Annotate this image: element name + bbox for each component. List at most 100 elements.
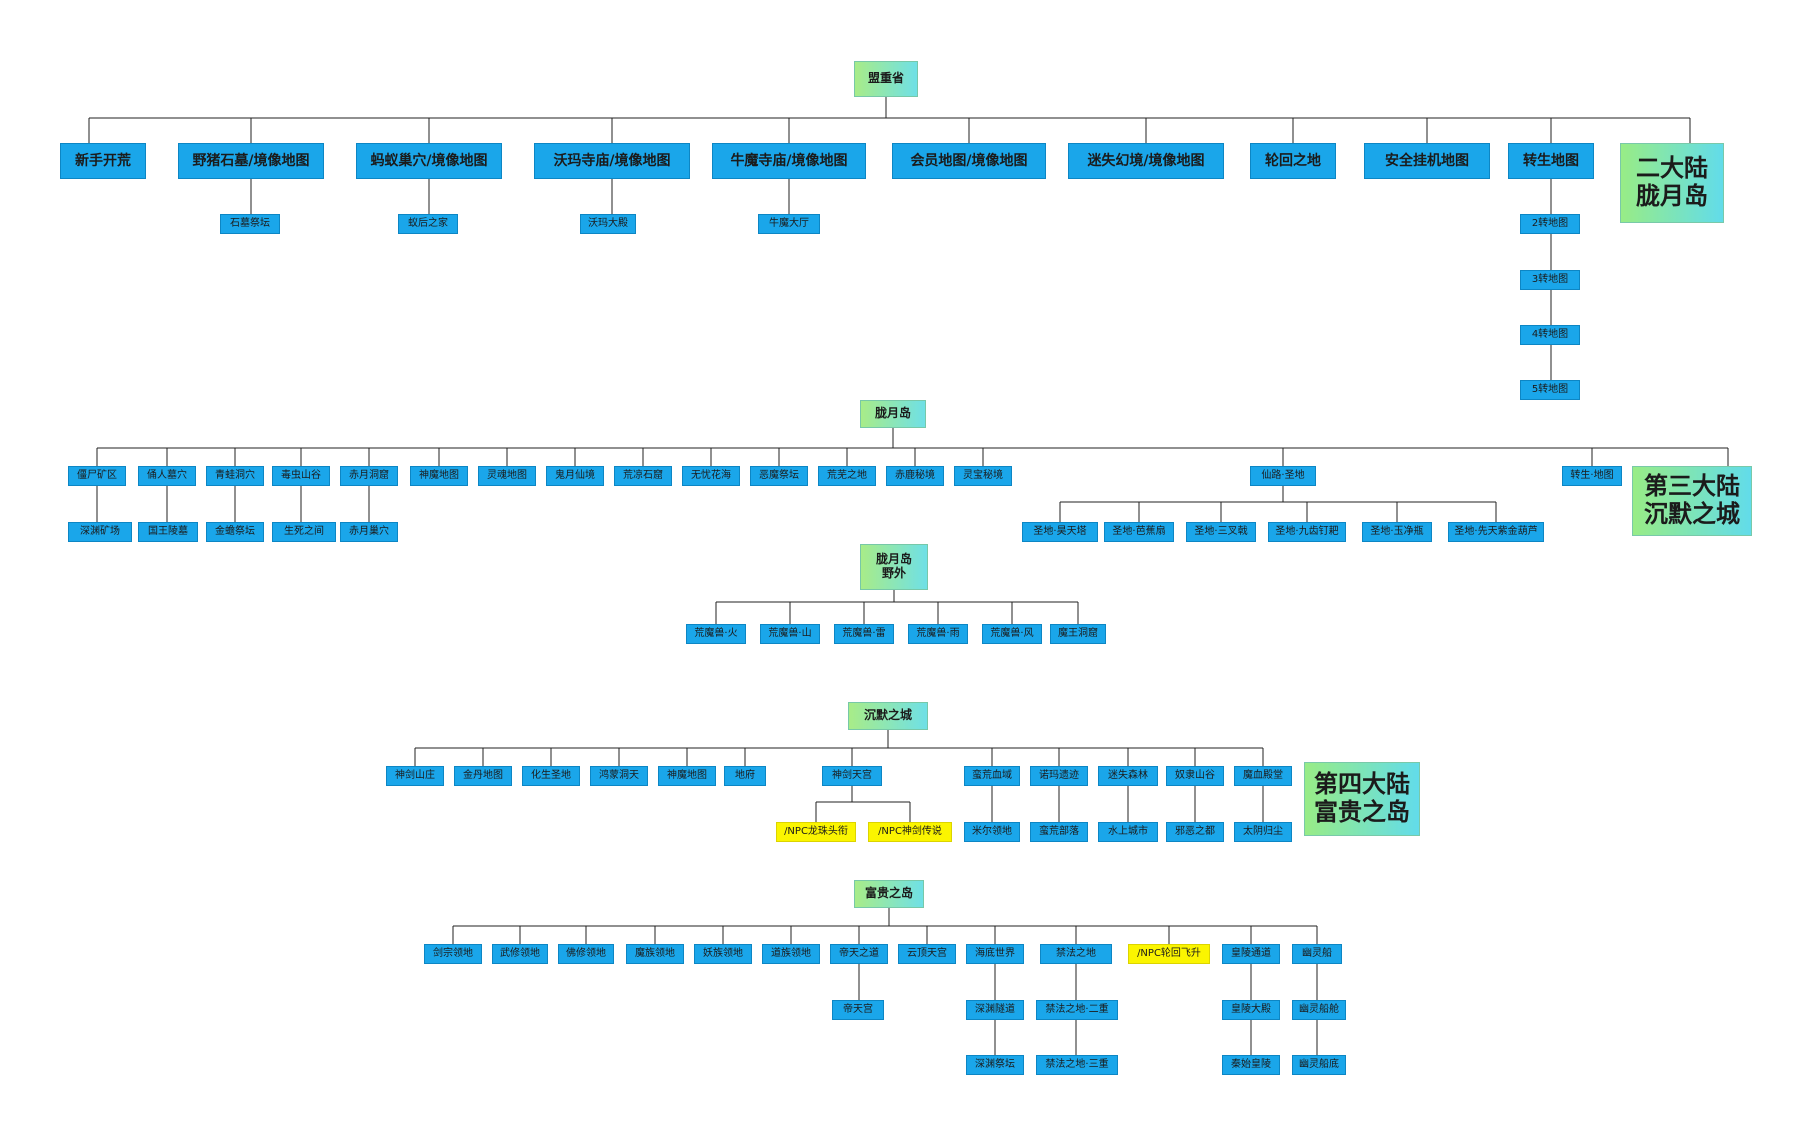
node-xiee: 邪恶之都 <box>1166 822 1224 842</box>
node-mier: 米尔领地 <box>964 822 1020 842</box>
node-sd-sancha: 圣地·三叉戟 <box>1186 522 1256 542</box>
node-chaoxue: 赤月巢穴 <box>340 522 398 542</box>
node-difu: 地府 <box>724 766 766 786</box>
npc-shenjian: /NPC神剑传说 <box>868 822 952 842</box>
node-lingbao: 灵宝秘境 <box>954 466 1012 486</box>
node-daozu: 道族领地 <box>762 944 820 964</box>
section-node-fugui: 富贵之岛 <box>854 880 924 908</box>
node-youling-cd: 幽灵船底 <box>1292 1055 1346 1075</box>
node-mishi: 迷失幻境/境像地图 <box>1068 143 1224 179</box>
node-linghun: 灵魂地图 <box>478 466 536 486</box>
node-qingwa: 青蛙洞穴 <box>206 466 264 486</box>
node-shengsi: 生死之间 <box>272 522 336 542</box>
node-niuting: 牛魔大厅 <box>758 214 820 234</box>
node-jindan: 金丹地图 <box>454 766 512 786</box>
continent-2-box: 二大陆 胧月岛 <box>1620 143 1724 223</box>
node-zhuan-ly: 转生·地图 <box>1562 466 1622 486</box>
node-shenjian-tg: 神剑天宫 <box>822 766 882 786</box>
node-youling: 幽灵船 <box>1292 944 1342 964</box>
node-xianlu: 仙路·圣地 <box>1250 466 1316 486</box>
node-jianzong: 剑宗领地 <box>424 944 482 964</box>
node-anquan: 安全挂机地图 <box>1364 143 1490 179</box>
node-manhuang: 蛮荒血域 <box>964 766 1020 786</box>
node-lunhui: 轮回之地 <box>1250 143 1336 179</box>
node-huiyuan: 会员地图/境像地图 <box>892 143 1046 179</box>
node-ditian: 帝天之道 <box>830 944 888 964</box>
node-yaozu: 妖族领地 <box>694 944 752 964</box>
node-youling-cc: 幽灵船舱 <box>1292 1000 1346 1020</box>
node-chiyue: 赤月洞窟 <box>340 466 398 486</box>
node-ditiangong: 帝天宫 <box>832 1000 884 1020</box>
npc-longzhu: /NPC龙珠头衔 <box>776 822 856 842</box>
node-chilu: 赤鹿秘境 <box>886 466 944 486</box>
node-shenmo: 神魔地图 <box>410 466 468 486</box>
node-guiyue: 鬼月仙境 <box>546 466 604 486</box>
continent-3-box: 第三大陆 沉默之城 <box>1632 466 1752 536</box>
node-wild-lei: 荒魔兽·雷 <box>834 624 894 644</box>
node-yezhu: 野猪石墓/境像地图 <box>178 143 324 179</box>
node-sd-bajiao: 圣地·芭蕉扇 <box>1104 522 1174 542</box>
node-huasheng: 化生圣地 <box>522 766 580 786</box>
node-wild-yu: 荒魔兽·雨 <box>908 624 968 644</box>
node-shenjian-sz: 神剑山庄 <box>386 766 444 786</box>
continent-4-box: 第四大陆 富贵之岛 <box>1304 762 1420 836</box>
node-wuyou: 无忧花海 <box>682 466 740 486</box>
node-jiangshi: 僵尸矿区 <box>68 466 126 486</box>
node-wild-shan: 荒魔兽·山 <box>760 624 820 644</box>
node-foxiu: 佛修领地 <box>558 944 614 964</box>
section-node-longyue-wild: 胧月岛 野外 <box>860 544 928 590</box>
node-jinfa: 禁法之地 <box>1040 944 1112 964</box>
node-moxue: 魔血殿堂 <box>1234 766 1292 786</box>
node-qinshi: 秦始皇陵 <box>1222 1055 1280 1075</box>
section-node-longyue: 胧月岛 <box>860 400 926 428</box>
node-niumo: 牛魔寺庙/境像地图 <box>712 143 866 179</box>
node-jinchan: 金蟾祭坛 <box>206 522 264 542</box>
node-wuxiu: 武修领地 <box>492 944 548 964</box>
node-huangling: 皇陵通道 <box>1222 944 1280 964</box>
node-wild-feng: 荒魔兽·风 <box>982 624 1042 644</box>
node-sd-huangtian: 圣地·昊天塔 <box>1022 522 1098 542</box>
node-zhuan2: 2转地图 <box>1520 214 1580 234</box>
node-taiyin: 太阴归尘 <box>1234 822 1292 842</box>
node-shenyuan-jt: 深渊祭坛 <box>966 1055 1024 1075</box>
node-manhuang-bl: 蛮荒部落 <box>1030 822 1088 842</box>
node-jinfa-2: 禁法之地·二重 <box>1036 1000 1118 1020</box>
node-mozu: 魔族领地 <box>626 944 684 964</box>
node-xinshou: 新手开荒 <box>60 143 146 179</box>
node-shenmo-cm: 神魔地图 <box>658 766 716 786</box>
node-wild-huo: 荒魔兽·火 <box>686 624 746 644</box>
node-nuli: 奴隶山谷 <box>1166 766 1224 786</box>
node-zhuan3: 3转地图 <box>1520 270 1580 290</box>
node-wodian: 沃玛大殿 <box>580 214 636 234</box>
node-shenyuan: 深渊矿场 <box>68 522 132 542</box>
node-shimu: 石墓祭坛 <box>220 214 280 234</box>
node-zhuansheng: 转生地图 <box>1508 143 1594 179</box>
node-mowang: 魔王洞窟 <box>1050 624 1106 644</box>
npc-lunhui: /NPC轮回飞升 <box>1128 944 1210 964</box>
node-huangliang: 荒凉石窟 <box>614 466 672 486</box>
node-shenyuan-sd: 深渊隧道 <box>966 1000 1024 1020</box>
node-guowang: 国王陵墓 <box>138 522 198 542</box>
node-jinfa-3: 禁法之地·三重 <box>1036 1055 1118 1075</box>
node-mayi: 蚂蚁巢穴/境像地图 <box>356 143 502 179</box>
node-woma: 沃玛寺庙/境像地图 <box>534 143 690 179</box>
node-sd-xiantian: 圣地·先天紫金葫芦 <box>1448 522 1544 542</box>
root-node-mengzhong: 盟重省 <box>854 61 918 97</box>
section-node-chenmo: 沉默之城 <box>848 702 928 730</box>
node-hongmeng: 鸿蒙洞天 <box>590 766 648 786</box>
node-nuoma: 诺玛遗迹 <box>1030 766 1088 786</box>
node-sd-yujing: 圣地·玉净瓶 <box>1362 522 1432 542</box>
node-zhuan5: 5转地图 <box>1520 380 1580 400</box>
node-yihou: 蚁后之家 <box>398 214 458 234</box>
node-mishi-sl: 迷失森林 <box>1098 766 1158 786</box>
node-yunding: 云顶天宫 <box>898 944 956 964</box>
node-huangwu: 荒芜之地 <box>818 466 876 486</box>
node-huangling-dd: 皇陵大殿 <box>1222 1000 1280 1020</box>
node-emo: 恶魔祭坛 <box>750 466 808 486</box>
node-zhuan4: 4转地图 <box>1520 325 1580 345</box>
node-haidi: 海底世界 <box>966 944 1024 964</box>
node-yongren: 俑人墓穴 <box>138 466 196 486</box>
node-duchong: 毒虫山谷 <box>272 466 330 486</box>
